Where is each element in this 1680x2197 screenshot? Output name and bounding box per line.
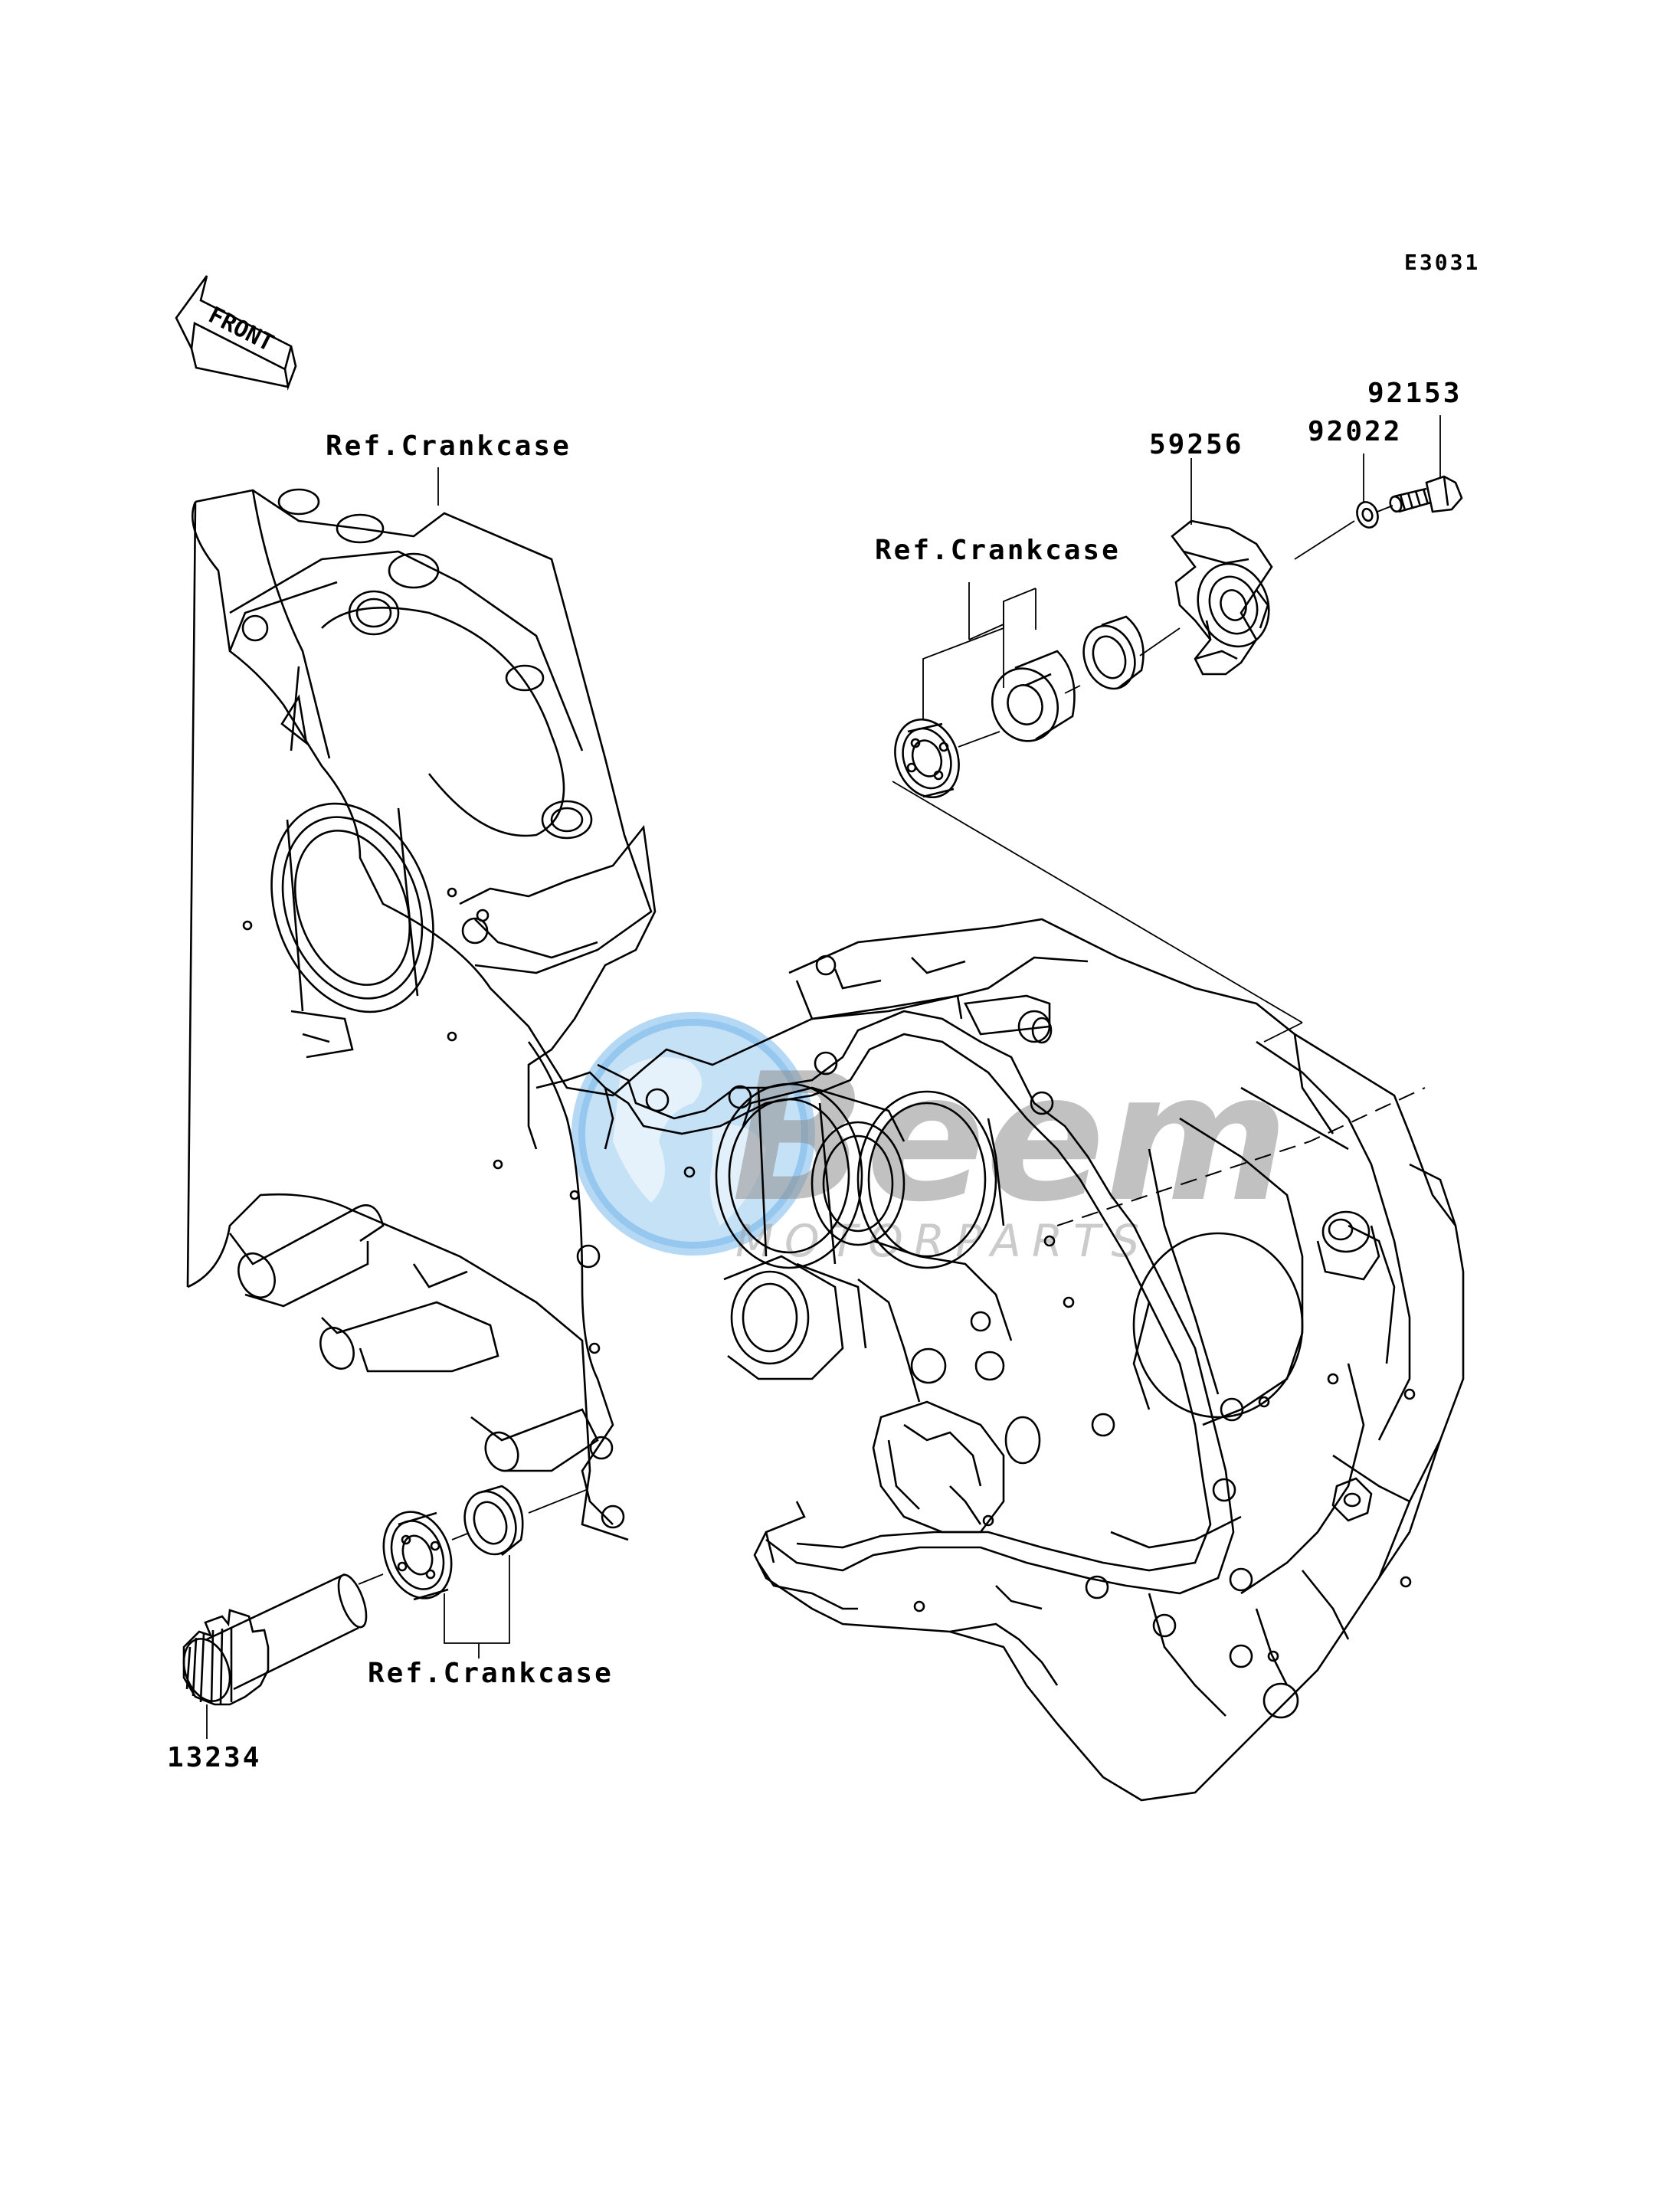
part-number-13234: 13234: [167, 1742, 261, 1773]
bolt-92153: [1389, 475, 1463, 513]
gear-shaft-13234: [182, 1573, 368, 1706]
front-arrow-icon: FRONT: [175, 275, 297, 391]
exploded-parts-top: [892, 475, 1463, 1043]
impeller-59256: [1171, 519, 1273, 676]
part-number-59256: 59256: [1149, 429, 1243, 460]
diagram-code: E3031: [1404, 250, 1480, 275]
exploded-parts-bottom: [182, 1485, 587, 1739]
ref-crankcase-label-bottom: Ref.Crankcase: [368, 1658, 614, 1689]
collar: [991, 650, 1076, 742]
left-crankcase-half: [186, 488, 963, 1541]
ball-bearing-top: [894, 718, 960, 799]
ball-bearing-bottom: [382, 1511, 453, 1601]
front-label: FRONT: [204, 302, 277, 357]
oil-seal-bottom: [463, 1485, 524, 1557]
callout-leaders: [437, 415, 1441, 525]
ref-crankcase-label-top-right: Ref.Crankcase: [875, 535, 1121, 566]
ref-crankcase-label-top-left: Ref.Crankcase: [326, 431, 571, 462]
washer-92022: [1356, 501, 1379, 529]
part-number-92022: 92022: [1308, 416, 1402, 447]
part-number-92153: 92153: [1367, 378, 1462, 409]
right-crankcase-half: [576, 918, 1465, 1802]
oil-seal: [1082, 615, 1145, 690]
